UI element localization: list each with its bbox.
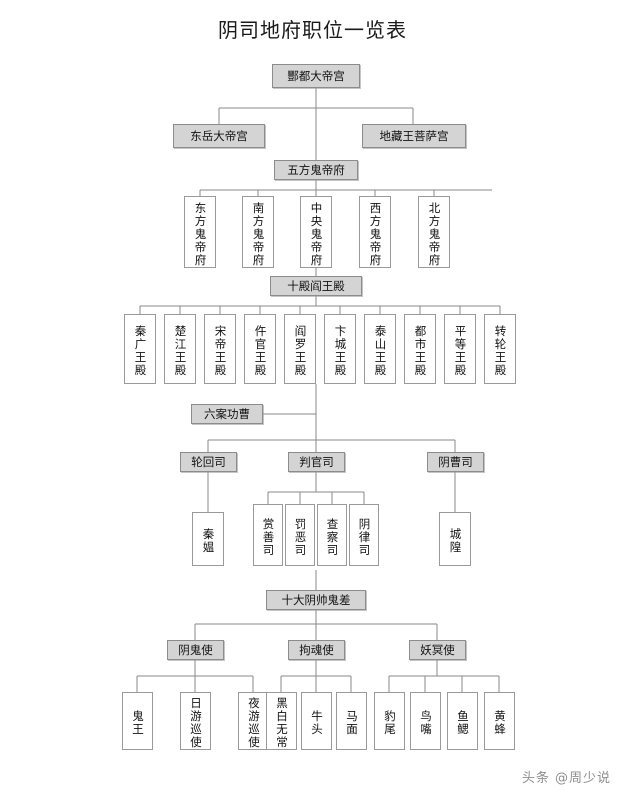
node-label: 泰山王殿 bbox=[373, 325, 388, 377]
node-king-zhuanlun[interactable]: 转轮王殿 bbox=[484, 314, 516, 384]
node-qinao[interactable]: 秦媪 bbox=[192, 512, 224, 566]
node-label: 阎罗王殿 bbox=[293, 325, 308, 377]
node-king-yanluo[interactable]: 阎罗王殿 bbox=[284, 314, 316, 384]
node-label: 东方鬼帝府 bbox=[193, 201, 208, 267]
node-label: 南方鬼帝府 bbox=[251, 201, 266, 267]
node-yellow-wasp[interactable]: 黄蜂 bbox=[484, 692, 515, 750]
node-label: 豹尾 bbox=[382, 710, 397, 736]
node-dizang-palace[interactable]: 地藏王菩萨宫 bbox=[362, 124, 466, 148]
node-label: 平等王殿 bbox=[453, 325, 468, 377]
node-west-ghost-emperor[interactable]: 西方鬼帝府 bbox=[359, 196, 391, 268]
node-yincao-si[interactable]: 阴曹司 bbox=[427, 452, 484, 472]
node-lunhui-si[interactable]: 轮回司 bbox=[180, 452, 237, 472]
node-faer-si[interactable]: 罚恶司 bbox=[285, 504, 315, 566]
node-label: 城隍 bbox=[448, 528, 463, 554]
node-label: 卞城王殿 bbox=[333, 325, 348, 377]
watermark: 头条 @周少说 bbox=[521, 771, 611, 786]
node-yinlv-si[interactable]: 阴律司 bbox=[349, 504, 379, 566]
node-label: 酆都大帝宫 bbox=[287, 68, 345, 83]
node-liuan-gongcao[interactable]: 六案功曹 bbox=[191, 404, 263, 424]
node-bird-beak[interactable]: 鸟嘴 bbox=[410, 692, 441, 750]
node-ox-head[interactable]: 牛头 bbox=[301, 692, 332, 750]
node-yaoming-envoy[interactable]: 妖冥使 bbox=[409, 640, 466, 660]
node-label: 查察司 bbox=[325, 517, 340, 557]
node-yingui-envoy[interactable]: 阴鬼使 bbox=[167, 640, 224, 660]
node-label: 黄蜂 bbox=[492, 710, 507, 736]
node-label: 六案功曹 bbox=[204, 406, 250, 421]
node-label: 都市王殿 bbox=[413, 325, 428, 377]
node-dongyue-palace[interactable]: 东岳大帝宫 bbox=[173, 124, 265, 148]
node-south-ghost-emperor[interactable]: 南方鬼帝府 bbox=[242, 196, 274, 268]
node-juhun-envoy[interactable]: 拘魂使 bbox=[288, 640, 345, 660]
node-label: 地藏王菩萨宫 bbox=[379, 128, 449, 143]
node-label: 十大阴帅鬼差 bbox=[281, 592, 351, 607]
node-king-taishan[interactable]: 泰山王殿 bbox=[364, 314, 396, 384]
node-shangshan-si[interactable]: 赏善司 bbox=[253, 504, 283, 566]
node-label: 判官司 bbox=[299, 454, 334, 469]
node-king-biancheng[interactable]: 卞城王殿 bbox=[324, 314, 356, 384]
node-label: 鬼王 bbox=[130, 710, 145, 736]
node-label: 西方鬼帝府 bbox=[368, 201, 383, 267]
node-root[interactable]: 酆都大帝宫 bbox=[272, 64, 360, 88]
node-label: 牛头 bbox=[309, 710, 324, 736]
node-label: 黑白无常 bbox=[274, 697, 289, 749]
node-label: 妖冥使 bbox=[420, 642, 455, 657]
node-label: 秦媪 bbox=[201, 528, 216, 554]
node-ten-marshals[interactable]: 十大阴帅鬼差 bbox=[266, 590, 366, 610]
node-label: 罚恶司 bbox=[293, 517, 308, 557]
node-king-pingdeng[interactable]: 平等王殿 bbox=[444, 314, 476, 384]
node-king-qinguang[interactable]: 秦广王殿 bbox=[124, 314, 156, 384]
node-label: 马面 bbox=[344, 710, 359, 736]
node-heibai-wuchang[interactable]: 黑白无常 bbox=[266, 692, 297, 750]
page-title: 阴司地府职位一览表 bbox=[218, 18, 407, 42]
node-horse-face[interactable]: 马面 bbox=[336, 692, 367, 750]
node-label: 北方鬼帝府 bbox=[427, 201, 442, 267]
node-label: 拘魂使 bbox=[299, 642, 334, 657]
node-fish-gill[interactable]: 鱼鳃 bbox=[447, 692, 478, 750]
node-chenghuang[interactable]: 城隍 bbox=[439, 512, 471, 566]
node-label: 日游巡使 bbox=[188, 697, 203, 749]
node-king-chujiang[interactable]: 楚江王殿 bbox=[164, 314, 196, 384]
node-label: 阴律司 bbox=[357, 517, 372, 557]
node-ghost-king[interactable]: 鬼王 bbox=[122, 692, 153, 750]
node-central-ghost-emperor[interactable]: 中央鬼帝府 bbox=[300, 196, 332, 268]
node-east-ghost-emperor[interactable]: 东方鬼帝府 bbox=[184, 196, 216, 268]
node-label: 秦广王殿 bbox=[133, 325, 148, 377]
node-night-patrol-envoy[interactable]: 夜游巡使 bbox=[238, 692, 269, 750]
node-label: 阴鬼使 bbox=[178, 642, 213, 657]
node-label: 夜游巡使 bbox=[246, 697, 261, 749]
node-king-wuguan[interactable]: 仵官王殿 bbox=[244, 314, 276, 384]
node-ten-halls-yama[interactable]: 十殿阎王殿 bbox=[270, 276, 362, 296]
node-label: 楚江王殿 bbox=[173, 325, 188, 377]
node-wufang-guidi-fu[interactable]: 五方鬼帝府 bbox=[274, 160, 358, 180]
node-north-ghost-emperor[interactable]: 北方鬼帝府 bbox=[418, 196, 450, 268]
node-label: 东岳大帝宫 bbox=[190, 128, 248, 143]
node-label: 十殿阎王殿 bbox=[287, 278, 345, 293]
node-label: 轮回司 bbox=[191, 454, 226, 469]
node-label: 仵官王殿 bbox=[253, 325, 268, 377]
node-label: 五方鬼帝府 bbox=[287, 162, 345, 177]
node-chacha-si[interactable]: 查察司 bbox=[317, 504, 347, 566]
node-panguan-si[interactable]: 判官司 bbox=[288, 452, 345, 472]
node-label: 鱼鳃 bbox=[455, 710, 470, 736]
node-king-dushi[interactable]: 都市王殿 bbox=[404, 314, 436, 384]
node-king-songdi[interactable]: 宋帝王殿 bbox=[204, 314, 236, 384]
node-label: 宋帝王殿 bbox=[213, 325, 228, 377]
node-label: 中央鬼帝府 bbox=[309, 201, 324, 267]
node-label: 赏善司 bbox=[261, 517, 276, 557]
node-leopard-tail[interactable]: 豹尾 bbox=[374, 692, 405, 750]
node-label: 阴曹司 bbox=[438, 454, 473, 469]
node-label: 转轮王殿 bbox=[493, 325, 508, 377]
node-label: 鸟嘴 bbox=[418, 710, 433, 736]
node-day-patrol-envoy[interactable]: 日游巡使 bbox=[180, 692, 211, 750]
